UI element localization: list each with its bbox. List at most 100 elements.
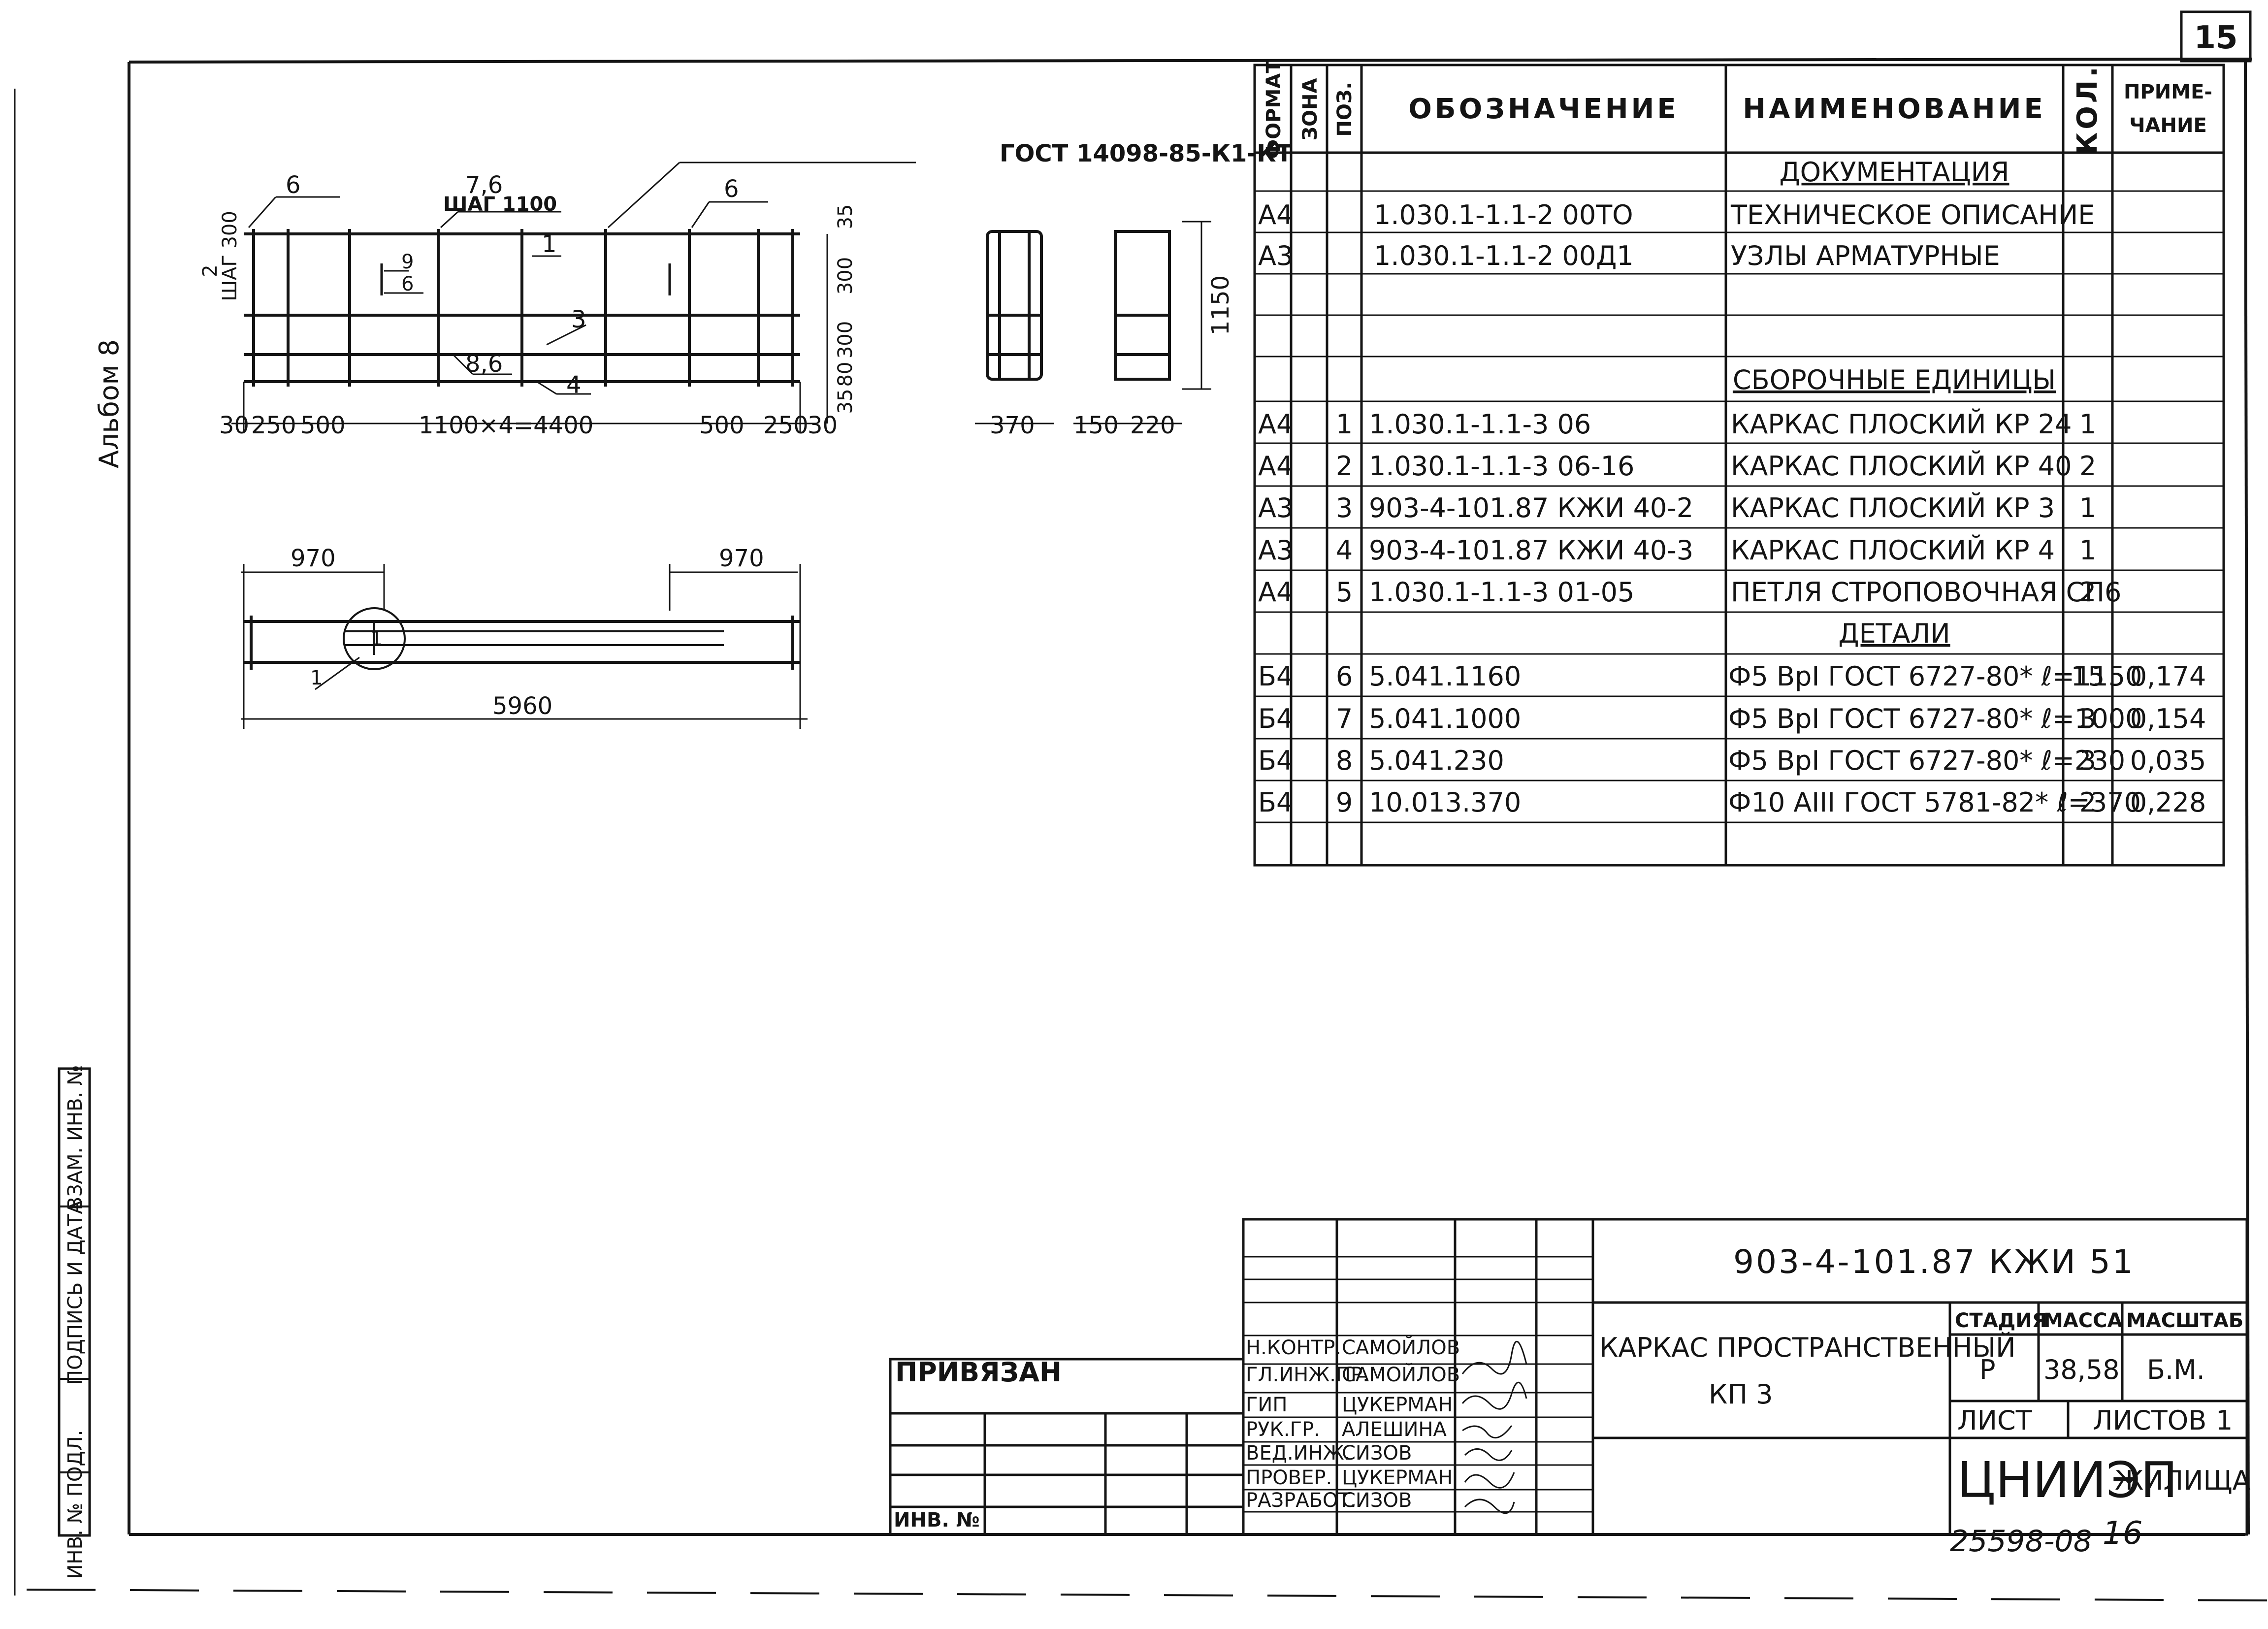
signers: Н.КОНТР. САМОЙЛОВ ГЛ.ИНЖ.ПР. САМОЙЛОВ ГИ… (1246, 1336, 1460, 1512)
spec-row-12-pos: 6 (1336, 661, 1353, 692)
spec-row-8-designation: 903-4-101.87 КЖИ 40-2 (1369, 492, 1693, 523)
spec-row-9-qty: 1 (2079, 535, 2096, 566)
header-note-2: ЧАНИЕ (2129, 114, 2207, 137)
spec-row-13-name: Ф5 ВрI ГОСТ 6727-80* ℓ=1000 (1728, 703, 2142, 734)
spec-row-12-designation: 5.041.1160 (1369, 661, 1521, 692)
spec-row-7-qty: 2 (2079, 451, 2096, 482)
scale-value: Б.М. (2147, 1354, 2205, 1385)
spec-row-8-name: КАРКАС ПЛОСКИЙ КР 3 (1731, 492, 2055, 523)
dim-35-top: 35 (834, 204, 857, 229)
spec-row-14-designation: 5.041.230 (1369, 745, 1504, 776)
section-dim-220: 220 (1130, 412, 1175, 439)
spec-row-6-designation: 1.030.1-1.1-3 06 (1369, 409, 1591, 440)
dim-300-b: 300 (834, 321, 857, 358)
signer-6-role: РАЗРАБОТ. (1246, 1489, 1357, 1512)
spec-row-10-format: А4 (1258, 577, 1293, 608)
elevation-drawing (244, 229, 800, 387)
header-name: НАИМЕНОВАНИЕ (1743, 93, 2046, 125)
mass-value: 38,58 (2043, 1354, 2120, 1385)
elevation-leaders (231, 162, 916, 433)
dim-500-right: 500 (699, 412, 745, 439)
spec-row-7-name: КАРКАС ПЛОСКИЙ КР 40 (1731, 451, 2072, 482)
label-step-300: ШАГ 300 (219, 211, 241, 301)
album-label: Альбом 8 (94, 339, 125, 468)
spec-row-15-pos: 9 (1336, 787, 1353, 818)
scale-label: МАСШТАБ (2126, 1309, 2243, 1332)
spec-row-10-name: ПЕТЛЯ СТРОПОВОЧНАЯ СП6 (1731, 577, 2121, 608)
bound-label: ПРИВЯЗАН (895, 1357, 1062, 1388)
plan-dim-lines (241, 564, 808, 729)
header-designation: ОБОЗНАЧЕНИЕ (1408, 93, 1679, 125)
stamp-inv-podl: ИНВ. № ПОДЛ. (64, 1430, 87, 1579)
spec-row-9-designation: 903-4-101.87 КЖИ 40-3 (1369, 535, 1693, 566)
spec-row-8-pos: 3 (1336, 492, 1353, 523)
dim-300-a: 300 (834, 257, 857, 294)
spec-row-6-qty: 1 (2079, 409, 2096, 440)
spec-row-10-designation: 1.030.1-1.1-3 01-05 (1369, 577, 1634, 608)
spec-row-6-name: КАРКАС ПЛОСКИЙ КР 24 (1731, 409, 2072, 440)
stamp-sign-date: ПОДПИСЬ И ДАТА (64, 1200, 87, 1385)
spec-row-12-format: Б4 (1258, 661, 1293, 692)
stage-value: Р (1979, 1354, 1996, 1385)
plan-dim-left: 970 (291, 545, 336, 572)
inv-label: ИНВ. № (894, 1509, 980, 1531)
dim-250-left: 250 (251, 412, 296, 439)
label-8-6: 8,6 (465, 350, 503, 378)
spec-section-documentation: ДОКУМЕНТАЦИЯ (1779, 157, 2009, 188)
plan-label-1: 1 (310, 667, 323, 689)
signer-5-role: ПРОВЕР. (1246, 1466, 1332, 1489)
header-zone: ЗОНА (1299, 78, 1322, 141)
dim-30-right: 30 (808, 412, 838, 439)
spec-row-8-qty: 1 (2079, 492, 2096, 523)
title-block-grid (1242, 1218, 2248, 1536)
spec-row-15-qty: 2 (2079, 787, 2096, 818)
signer-1-name: САМОЙЛОВ (1342, 1363, 1460, 1386)
dim-4400: 1100×4=4400 (419, 412, 593, 439)
spec-row-9-pos: 4 (1336, 535, 1353, 566)
spec-row-13-format: Б4 (1258, 703, 1293, 734)
spec-row-2-format: А3 (1258, 240, 1293, 271)
sheet-label: ЛИСТ (1957, 1405, 2033, 1436)
elevation-right-dims: 35 300 300 80 35 (834, 204, 857, 414)
page-number: 15 (2194, 20, 2237, 56)
label-4: 4 (566, 371, 582, 399)
spec-row-13-qty: 3 (2079, 703, 2096, 734)
spec-row-7-pos: 2 (1336, 451, 1353, 482)
stamp-vzam-inv: ВЗАМ. ИНВ. № (64, 1065, 87, 1210)
spec-header: ФОРМАТ ЗОНА ПОЗ. ОБОЗНАЧЕНИЕ НАИМЕНОВАНИ… (1263, 60, 2212, 159)
spec-section-details: ДЕТАЛИ (1838, 618, 1950, 649)
sheets-count: 1 (2216, 1405, 2233, 1436)
plan-view (244, 607, 800, 670)
gost-note: ГОСТ 14098-85-К1-КТ (1000, 140, 1292, 167)
spec-row-6-format: А4 (1258, 409, 1293, 440)
section-dim-370: 370 (990, 412, 1035, 439)
spec-row-13-designation: 5.041.1000 (1369, 703, 1521, 734)
header-pos: ПОЗ. (1333, 82, 1356, 136)
mass-label: МАССА (2043, 1309, 2122, 1332)
doc-code: 903-4-101.87 КЖИ 51 (1733, 1243, 2135, 1281)
spec-row-9-name: КАРКАС ПЛОСКИЙ КР 4 (1731, 535, 2055, 566)
spec-row-9-format: А3 (1258, 535, 1293, 566)
spec-table-grid (1253, 64, 2225, 867)
org-name: ЦНИИЭП (1957, 1451, 2177, 1509)
spec-row-2-designation: 1.030.1-1.1-2 00Д1 (1374, 240, 1634, 271)
bottom-page: 16 (2103, 1515, 2142, 1552)
header-format: ФОРМАТ (1263, 60, 1285, 159)
spec-row-1-designation: 1.030.1-1.1-2 00ТО (1374, 199, 1633, 230)
spec-row-13-note: 0,154 (2130, 703, 2206, 734)
section-dim-1150: 1150 (1207, 275, 1234, 335)
signer-0-name: САМОЙЛОВ (1342, 1336, 1460, 1359)
sheet-frame (14, 58, 2268, 1601)
elevation-dims: 30 250 500 1100×4=4400 500 250 30 (219, 412, 838, 439)
label-9: 9 (401, 251, 414, 273)
header-note-1: ПРИМЕ- (2124, 81, 2212, 103)
bottom-number: 25598-08 (1950, 1524, 2092, 1559)
signer-0-role: Н.КОНТР. (1246, 1336, 1341, 1359)
spec-row-14-pos: 8 (1336, 745, 1353, 776)
spec-section-assemblies: СБОРОЧНЫЕ ЕДИНИЦЫ (1733, 364, 2056, 395)
signer-3-role: РУК.ГР. (1246, 1418, 1320, 1441)
label-7-6: 7,6 (465, 171, 503, 199)
label-6-small: 6 (401, 273, 414, 295)
signer-2-name: ЦУКЕРМАН (1342, 1394, 1453, 1416)
